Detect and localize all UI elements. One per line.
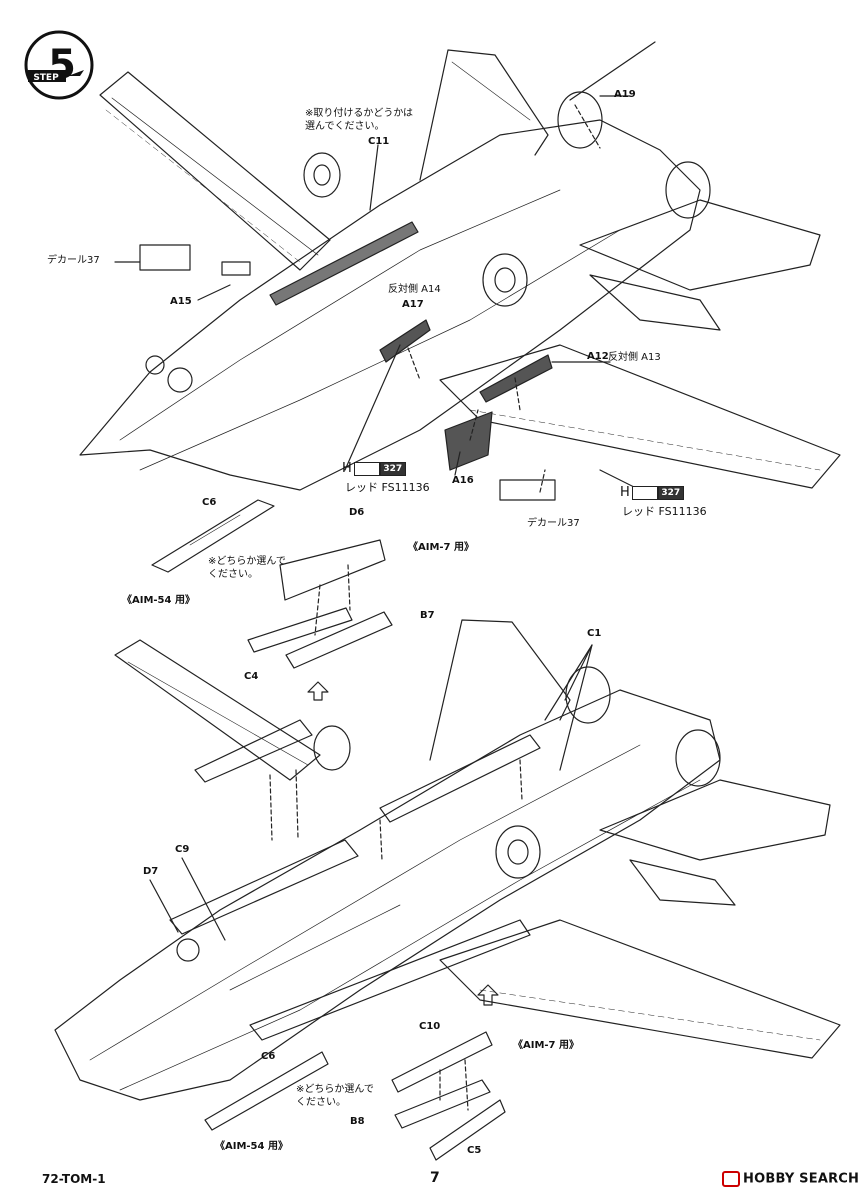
part-d6: D6 — [349, 507, 365, 518]
part-c10: C10 — [419, 1021, 441, 1032]
step-label: STEP — [33, 73, 59, 83]
label-opposite-a13: 反対側 A13 — [608, 352, 661, 363]
paint-swatch-white — [631, 486, 658, 500]
paint-callout-left: H 327 — [342, 461, 406, 476]
part-a12: A12 — [587, 351, 609, 362]
kit-code: 72-TOM-1 — [42, 1172, 106, 1186]
part-a16: A16 — [452, 475, 474, 486]
part-b8: B8 — [350, 1116, 365, 1127]
part-a17: A17 — [402, 299, 424, 310]
aim54-label-mid: 《AIM-54 用》 — [122, 595, 195, 606]
aim7-label-mid: 《AIM-7 用》 — [408, 542, 475, 553]
paint-letter: H — [342, 461, 352, 476]
part-a15: A15 — [170, 296, 192, 307]
aircraft-top — [79, 41, 841, 501]
part-d7: D7 — [143, 866, 159, 877]
part-c9: C9 — [175, 844, 190, 855]
part-c4: C4 — [244, 671, 259, 682]
decal-37-bottom: デカール37 — [527, 518, 580, 529]
paint-name-left: レッド FS11136 — [345, 481, 430, 494]
paint-letter: H — [620, 485, 630, 500]
aircraft-bottom — [54, 619, 841, 1161]
label-opposite-a14: 反対側 A14 — [388, 284, 441, 295]
note-either-mid: ※どちらか選んで ください。 — [208, 556, 286, 580]
decal-37-left: デカール37 — [47, 255, 100, 266]
part-a19: A19 — [614, 89, 636, 100]
paint-code: 327 — [379, 462, 406, 476]
hobby-search-watermark: HOBBY SEARCH — [722, 1171, 859, 1187]
note-either-bottom: ※どちらか選んで ください。 — [296, 1084, 374, 1108]
step-badge: 5 STEP — [24, 30, 94, 100]
paint-code: 327 — [657, 486, 684, 500]
paint-name-right: レッド FS11136 — [622, 505, 707, 518]
part-b7: B7 — [420, 610, 435, 621]
part-c6-bottom: C6 — [261, 1051, 276, 1062]
note-select-attach: ※取り付けるかどうかは 選んでください。 — [305, 108, 413, 132]
paint-swatch-white — [353, 462, 380, 476]
aim7-label-bottom: 《AIM-7 用》 — [513, 1040, 580, 1051]
airplane-icon — [68, 70, 84, 76]
part-c6-mid: C6 — [202, 497, 217, 508]
pylon-parts-middle — [151, 499, 499, 1006]
aim54-label-bottom: 《AIM-54 用》 — [215, 1141, 288, 1152]
brand-logo-icon — [722, 1171, 740, 1187]
page-number: 7 — [430, 1170, 440, 1186]
part-c11: C11 — [368, 136, 390, 147]
part-c5: C5 — [467, 1145, 482, 1156]
paint-callout-right: H 327 — [620, 485, 684, 500]
part-c1: C1 — [587, 628, 602, 639]
